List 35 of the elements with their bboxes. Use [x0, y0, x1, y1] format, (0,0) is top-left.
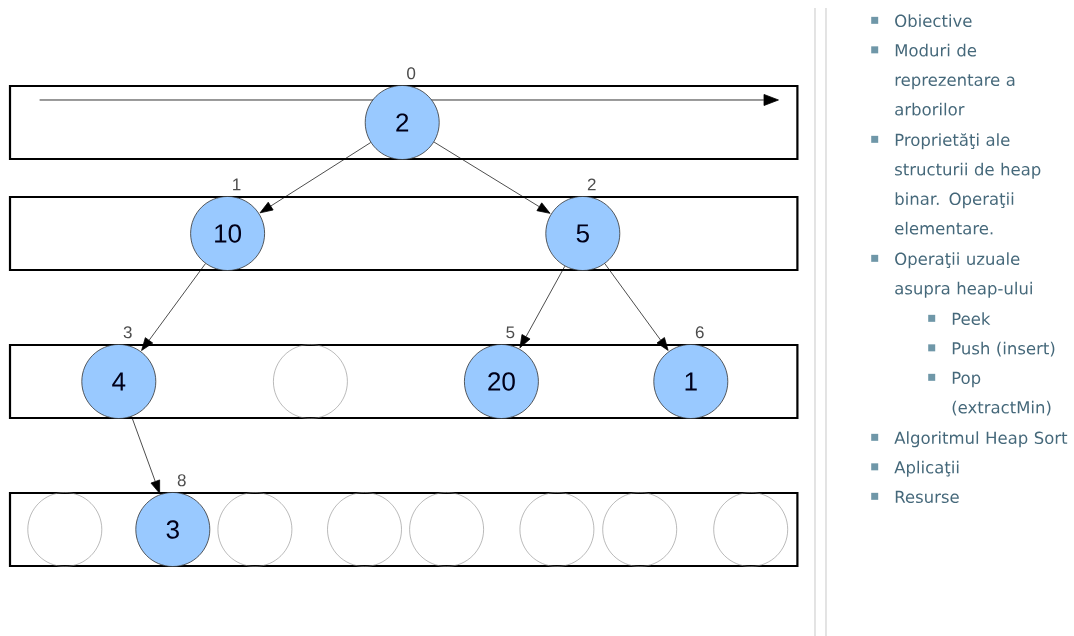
- level-band: [8, 195, 799, 272]
- level-band: [8, 343, 799, 420]
- arrow: [433, 141, 551, 214]
- list-item: Algoritmul Heap Sort: [871, 431, 1068, 448]
- empty-slot-circle: [27, 492, 103, 567]
- index-label: 1: [233, 178, 241, 191]
- index-label: 8: [177, 474, 186, 487]
- empty-slot-circle: [217, 492, 293, 567]
- level-band: [8, 491, 799, 568]
- empty-slot-circle: [713, 492, 788, 567]
- empty-slot-circle: [273, 344, 348, 419]
- index-label: 2: [587, 178, 596, 191]
- list-item: Peek: [928, 312, 991, 326]
- arrow: [131, 416, 160, 494]
- list-item: Resurse: [871, 490, 959, 504]
- list-item: Obiective: [871, 14, 972, 28]
- list-item: Proprietăţi ale structurii de heap binar. Operaţii elementare.: [871, 133, 1041, 235]
- list-item: Operaţii uzuale asupra heap-ului: [871, 252, 1032, 298]
- arrow: [259, 142, 371, 214]
- index-label: 6: [695, 326, 704, 339]
- level-band: [8, 84, 799, 161]
- empty-slot-circle: [602, 492, 677, 567]
- arrow: [141, 263, 206, 351]
- index-label: 0: [407, 67, 416, 80]
- index-label: 3: [123, 326, 132, 339]
- list-item: Push (insert): [928, 341, 1055, 357]
- empty-slot-circle: [327, 492, 402, 567]
- list-item: Pop (extractMin): [928, 371, 1051, 416]
- arrow: [604, 263, 669, 351]
- empty-slot-circle: [519, 492, 595, 567]
- list-item: Moduri de reprezentare a arborilor: [871, 43, 1015, 116]
- empty-slot-circle: [409, 492, 484, 567]
- index-label: 5: [506, 326, 515, 339]
- list-item: Aplicaţii: [871, 460, 959, 477]
- arrow: [519, 265, 566, 349]
